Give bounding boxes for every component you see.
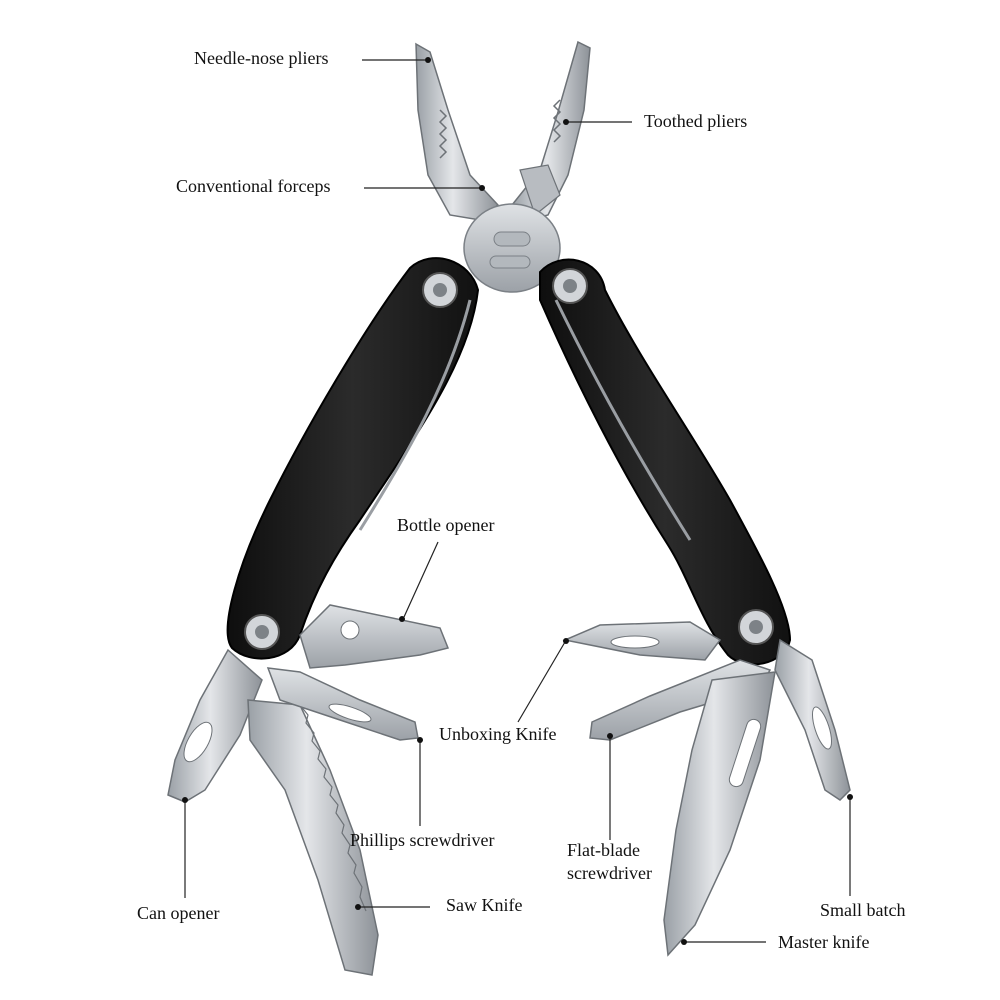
label-master-knife: Master knife xyxy=(778,932,870,952)
label-unboxing-knife: Unboxing Knife xyxy=(439,724,557,744)
leader-dots xyxy=(182,57,853,945)
left-handle xyxy=(226,257,480,660)
saw-teeth xyxy=(299,704,367,912)
toothed-jaw-teeth xyxy=(552,99,562,143)
needle-nose-jaw xyxy=(415,42,500,221)
leader-lines xyxy=(184,59,851,943)
master-knife-blade xyxy=(663,671,776,957)
pivot-hub xyxy=(463,203,561,293)
label-flat-blade-line1: Flat-blade xyxy=(567,840,640,860)
can-opener-tool xyxy=(167,648,263,803)
label-bottle-opener: Bottle opener xyxy=(397,515,495,535)
label-toothed-pliers: Toothed pliers xyxy=(644,111,748,131)
label-can-opener: Can opener xyxy=(137,903,220,923)
label-phillips-screwdriver: Phillips screwdriver xyxy=(350,830,495,850)
leader-unboxing-knife xyxy=(517,641,566,723)
label-flat-blade-line2: screwdriver xyxy=(567,863,652,883)
leader-bottle-opener xyxy=(403,541,439,618)
label-small-batch: Small batch xyxy=(820,900,906,920)
saw-knife-blade xyxy=(247,699,379,976)
needle-nose-teeth xyxy=(438,109,448,159)
right-handle xyxy=(539,258,792,666)
forceps-cutter xyxy=(519,164,561,217)
bottle-opener-tool xyxy=(299,604,450,669)
label-conventional-forceps: Conventional forceps xyxy=(176,176,331,196)
pliers-jaws xyxy=(415,40,591,293)
right-tools xyxy=(562,621,851,957)
label-needle-nose-pliers: Needle-nose pliers xyxy=(194,48,329,68)
left-tools xyxy=(167,604,450,976)
label-saw-knife: Saw Knife xyxy=(446,895,523,915)
